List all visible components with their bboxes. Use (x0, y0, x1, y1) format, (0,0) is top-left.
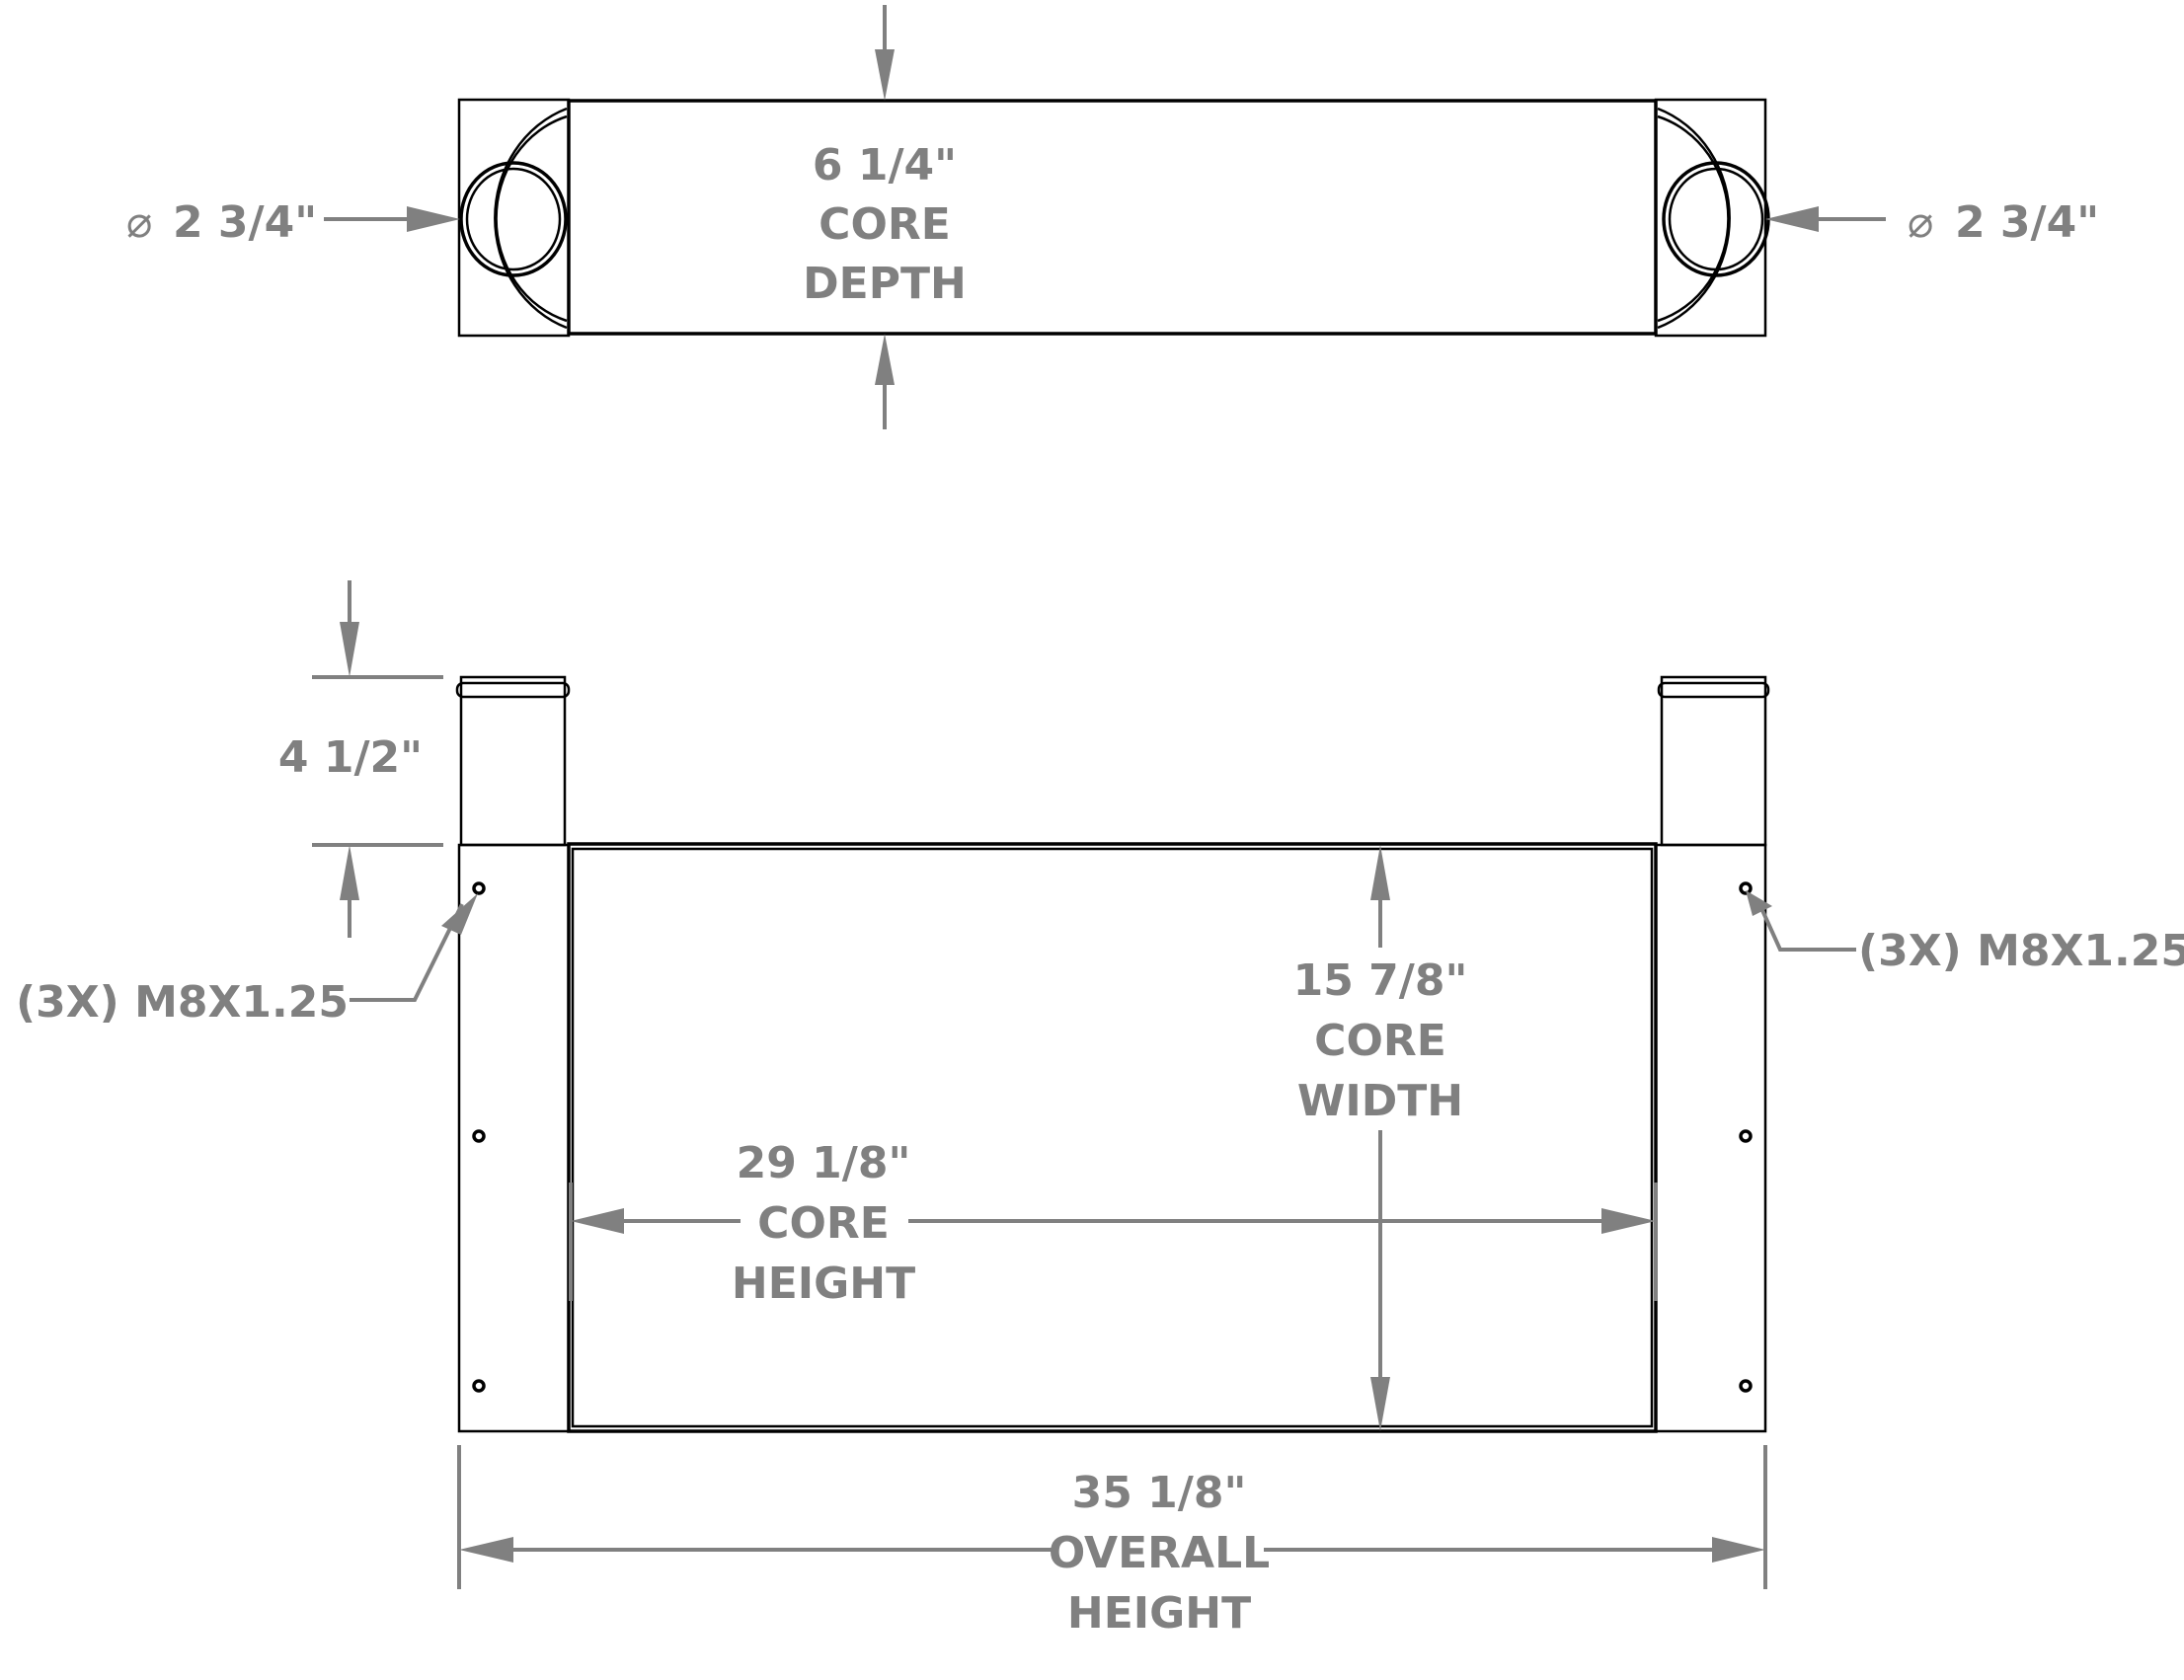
core-width-label: CORE (1314, 1016, 1446, 1066)
core-depth-value: 6 1/4" (813, 140, 957, 191)
core-height-label-2: HEIGHT (732, 1259, 915, 1309)
diameter-icon: ⌀ (1908, 197, 1934, 248)
core-height-value: 29 1/8" (737, 1138, 911, 1188)
left-tank-top (457, 98, 571, 338)
bolt-hole (472, 1379, 486, 1393)
core-front (567, 842, 1658, 1433)
diameter-icon: ⌀ (126, 197, 153, 248)
core-depth-label: CORE (819, 199, 951, 250)
bolt-hole (1739, 1379, 1753, 1393)
overall-height-label-2: HEIGHT (1067, 1588, 1251, 1639)
core-width-label-2: WIDTH (1297, 1076, 1463, 1126)
left-thread-callout: (3X) M8X1.25 (16, 977, 349, 1028)
core-height-label: CORE (757, 1198, 890, 1249)
bolt-hole (1739, 1129, 1753, 1143)
overall-height-value: 35 1/8" (1072, 1468, 1247, 1518)
core-width-value: 15 7/8" (1293, 955, 1468, 1006)
right-inlet-tube (1660, 675, 1767, 847)
right-port-diameter: 2 3/4" (1955, 197, 2099, 248)
core-top (567, 99, 1658, 336)
top-view: 6 1/4" CORE DEPTH ⌀ 2 3/4" ⌀ 2 3/4" (126, 5, 2099, 429)
right-port-circle (1662, 161, 1770, 277)
bolt-hole (472, 881, 486, 895)
front-view: 4 1/2" (3X) M8X1.25 (3X) M8X1.25 15 7/8"… (16, 580, 2184, 1639)
right-tank-front (1654, 843, 1767, 1433)
overall-height-label: OVERALL (1049, 1528, 1270, 1578)
tube-height-value: 4 1/2" (278, 732, 423, 783)
right-thread-callout: (3X) M8X1.25 (1858, 926, 2184, 976)
left-inlet-tube (459, 675, 567, 847)
bolt-hole (1739, 881, 1753, 895)
bolt-hole (472, 1129, 486, 1143)
core-depth-label-2: DEPTH (803, 259, 967, 309)
right-tank-top (1654, 98, 1767, 338)
left-port-diameter: 2 3/4" (173, 197, 317, 248)
left-port-circle (459, 161, 568, 277)
